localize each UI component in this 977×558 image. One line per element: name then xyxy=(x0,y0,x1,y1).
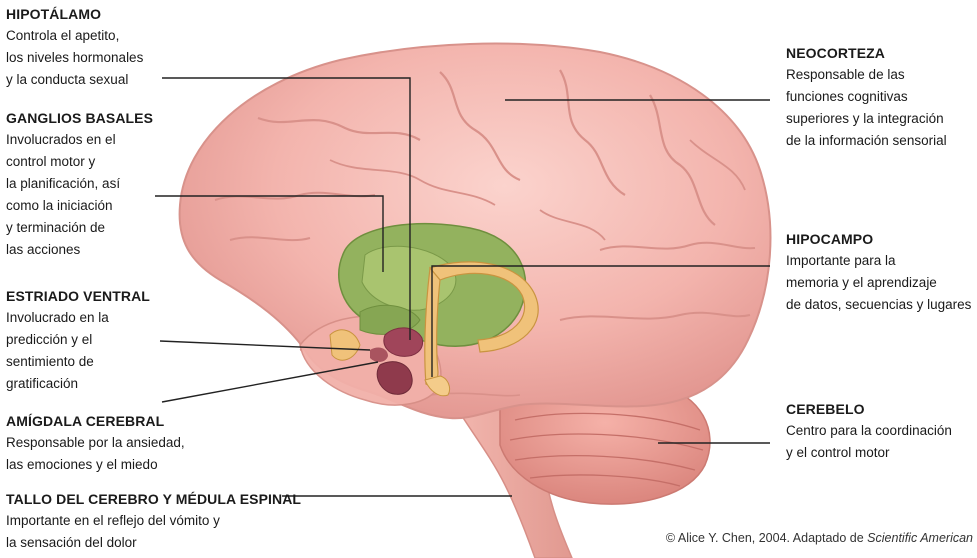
label-tallo-cerebral: TALLO DEL CEREBRO Y MÉDULA ESPINAL Impor… xyxy=(6,488,301,554)
tallo-desc: Importante en el reflejo del vómito y la… xyxy=(6,510,301,554)
credit-source: Scientific American xyxy=(867,531,973,545)
label-cerebelo: CEREBELO Centro para la coordinación y e… xyxy=(786,398,952,464)
hipotalamo-desc: Controla el apetito, los niveles hormona… xyxy=(6,25,143,91)
label-ganglios-basales: GANGLIOS BASALES Involucrados en el cont… xyxy=(6,107,153,261)
estriado-title: ESTRIADO VENTRAL xyxy=(6,285,150,307)
cerebelo-title: CEREBELO xyxy=(786,398,952,420)
hipocampo-desc: Importante para la memoria y el aprendiz… xyxy=(786,250,971,316)
amigdala-desc: Responsable por la ansiedad, las emocion… xyxy=(6,432,185,476)
label-hipotalamo: HIPOTÁLAMO Controla el apetito, los nive… xyxy=(6,3,143,91)
ganglios-title: GANGLIOS BASALES xyxy=(6,107,153,129)
cerebelo-desc: Centro para la coordinación y el control… xyxy=(786,420,952,464)
hipotalamo-title: HIPOTÁLAMO xyxy=(6,3,143,25)
amigdala-title: AMÍGDALA CEREBRAL xyxy=(6,410,185,432)
credit-main: © Alice Y. Chen, 2004. Adaptado de xyxy=(666,531,867,545)
tallo-title: TALLO DEL CEREBRO Y MÉDULA ESPINAL xyxy=(6,488,301,510)
label-estriado-ventral: ESTRIADO VENTRAL Involucrado en la predi… xyxy=(6,285,150,395)
neocorteza-title: NEOCORTEZA xyxy=(786,42,947,64)
hipocampo-title: HIPOCAMPO xyxy=(786,228,971,250)
estriado-desc: Involucrado en la predicción y el sentim… xyxy=(6,307,150,395)
ganglios-desc: Involucrados en el control motor y la pl… xyxy=(6,129,153,261)
neocorteza-desc: Responsable de las funciones cognitivas … xyxy=(786,64,947,152)
label-neocorteza: NEOCORTEZA Responsable de las funciones … xyxy=(786,42,947,152)
image-credit: © Alice Y. Chen, 2004. Adaptado de Scien… xyxy=(666,531,973,545)
label-amigdala: AMÍGDALA CEREBRAL Responsable por la ans… xyxy=(6,410,185,476)
label-hipocampo: HIPOCAMPO Importante para la memoria y e… xyxy=(786,228,971,316)
